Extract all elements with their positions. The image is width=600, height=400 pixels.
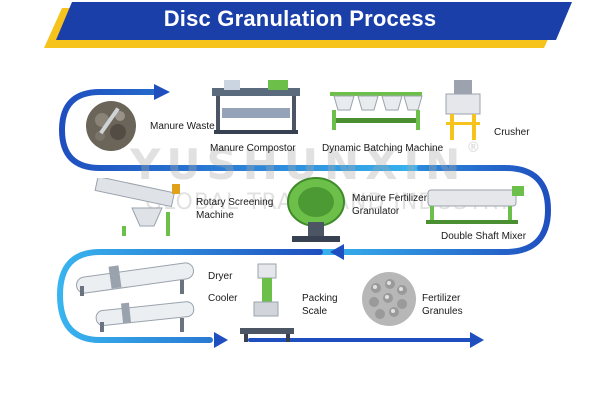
compost-turner-icon: [212, 80, 300, 134]
label-fertilizer-granules: Fertilizer Granules: [422, 293, 463, 317]
label-double-shaft-mixer: Double Shaft Mixer: [441, 231, 527, 242]
label-manure-compostor: Manure Compostor: [210, 143, 296, 154]
rotary-screen-icon: [94, 178, 180, 236]
page-title: Disc Granulation Process: [163, 6, 437, 31]
rotary-dryer-icon: [75, 262, 195, 296]
title-banner: [44, 2, 572, 48]
flow-arrow: [330, 244, 344, 260]
label-manure-fertilizer-granulator: Manure Fertilizer Granulator: [352, 193, 428, 217]
label-rotary-screening-machine: Rotary Screening Machine: [196, 197, 274, 221]
fertilizer-granules-image: [362, 272, 416, 326]
manure-waste-image: [86, 101, 136, 151]
packing-scale-icon: [240, 263, 294, 342]
crusher-icon: [445, 80, 481, 140]
label-dryer: Dryer: [208, 271, 233, 282]
label-cooler: Cooler: [208, 293, 238, 304]
flow-arrow: [154, 84, 170, 100]
disc-granulator-icon: [287, 177, 345, 242]
label-manure-waste: Manure Waste: [150, 121, 215, 132]
watermark-brand: YUSHUNXIN: [130, 140, 467, 189]
batching-machine-icon: [330, 92, 423, 130]
mixer-icon: [426, 186, 524, 224]
rotary-cooler-icon: [95, 301, 195, 332]
label-crusher: Crusher: [494, 127, 530, 138]
flow-arrow: [214, 332, 228, 348]
label-dynamic-batching-machine: Dynamic Batching Machine: [322, 143, 444, 154]
registered-mark: ®: [466, 140, 487, 156]
label-packing-scale: Packing Scale: [302, 293, 338, 317]
